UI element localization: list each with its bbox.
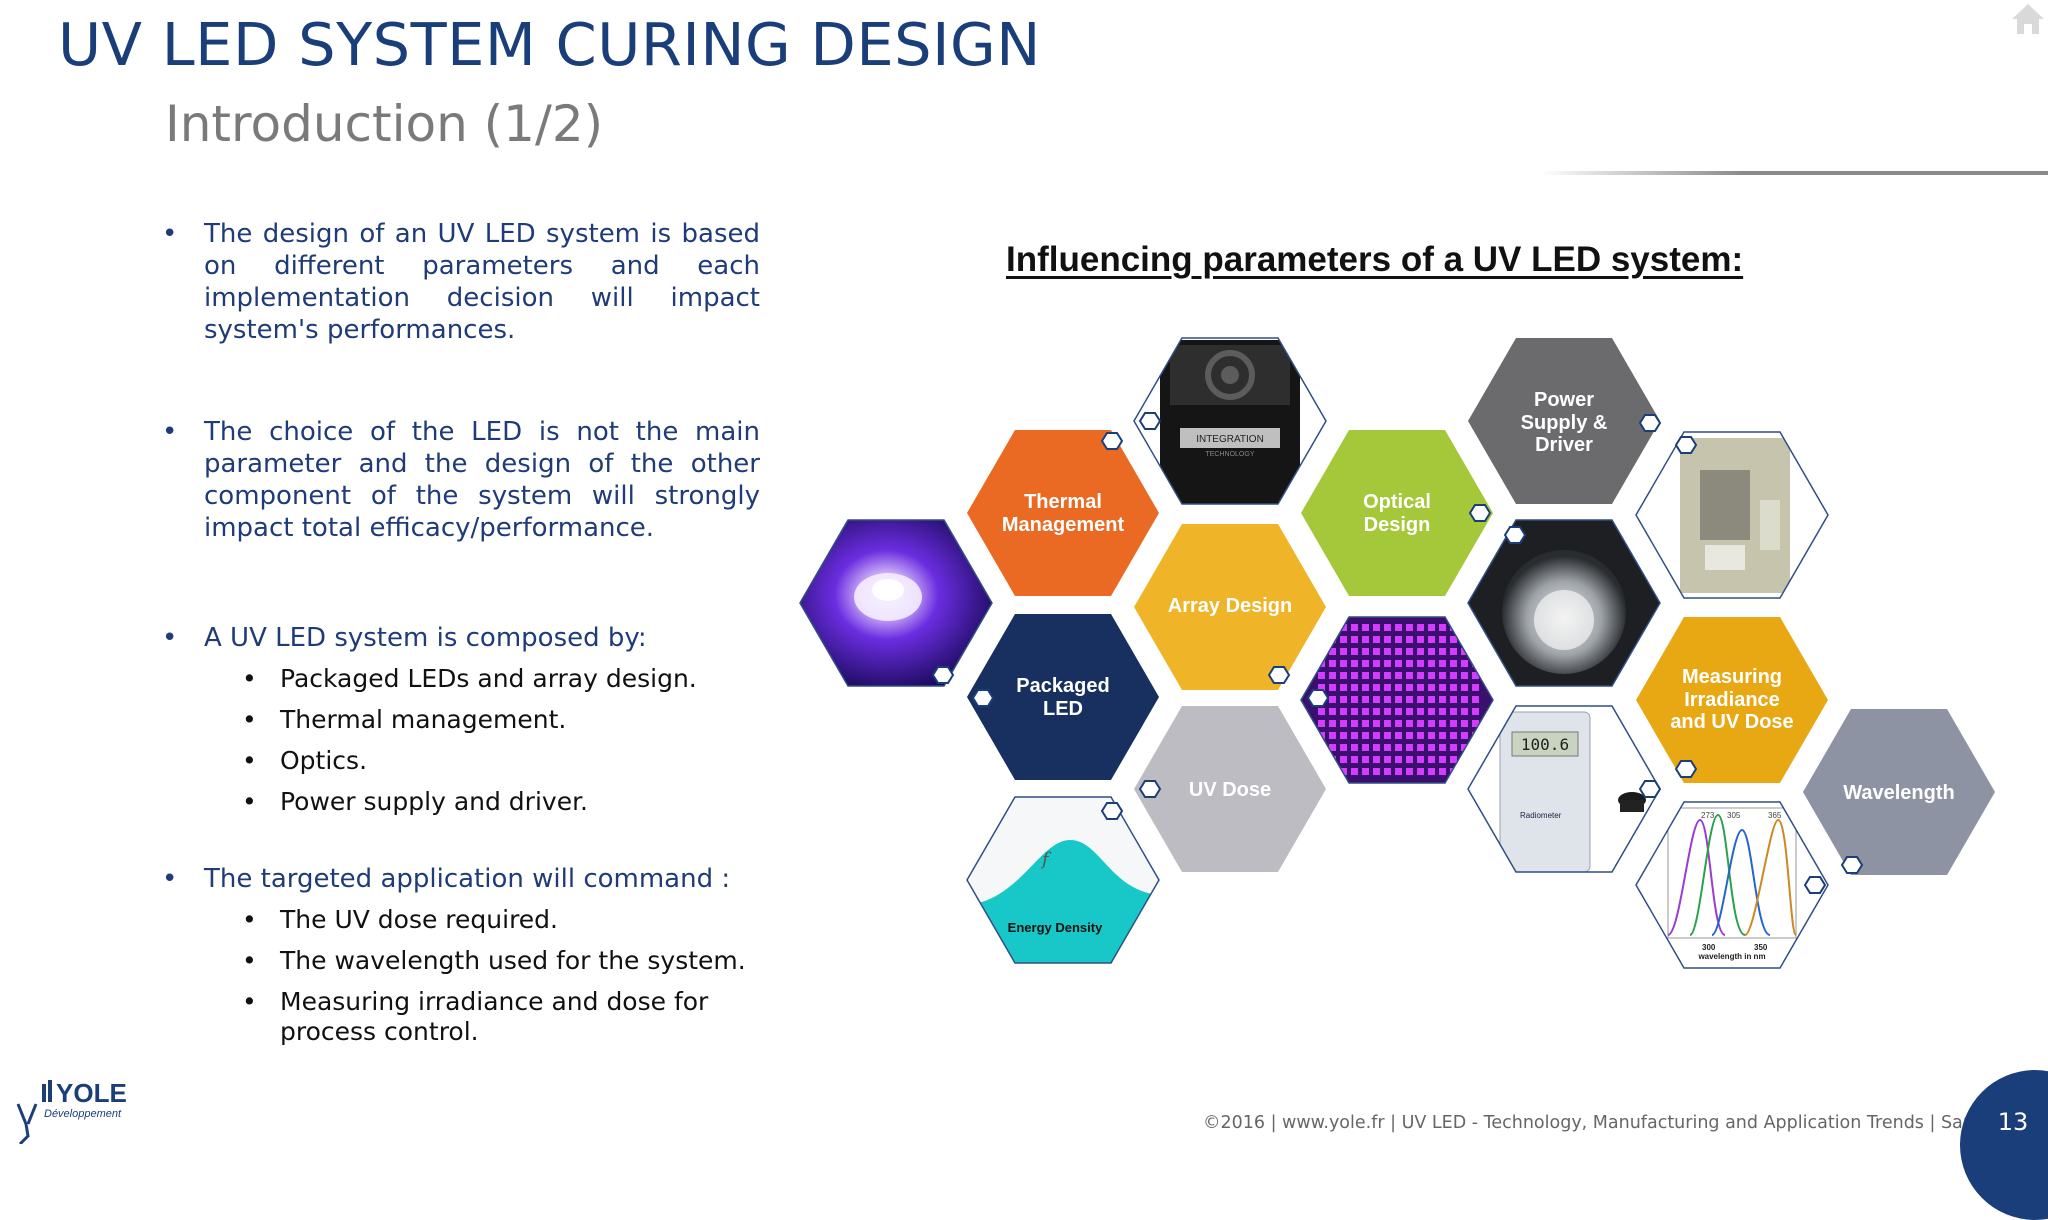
hex-thermal-management: Thermal Management (967, 430, 1159, 596)
svg-text:Supply &: Supply & (1521, 412, 1608, 434)
svg-text:Driver: Driver (1535, 434, 1593, 456)
sub-item: •Thermal management. (242, 705, 567, 734)
svg-text:wavelength in nm: wavelength in nm (1697, 952, 1765, 961)
footer-text: ©2016 | www.yole.fr | UV LED - Technolog… (1203, 1113, 2007, 1133)
sub-item: •Power supply and driver. (242, 787, 589, 816)
svg-text:Energy Density: Energy Density (1008, 920, 1103, 935)
diagram-heading: Influencing parameters of a UV LED syste… (1006, 240, 1744, 279)
svg-text:TECHNOLOGY: TECHNOLOGY (1205, 451, 1254, 458)
connector-markers (931, 412, 1864, 894)
svg-text:273: 273 (1701, 811, 1715, 820)
svg-text:Design: Design (1364, 514, 1431, 536)
svg-text:Irradiance: Irradiance (1684, 689, 1780, 711)
svg-text:LED: LED (1043, 698, 1083, 720)
hex-measuring-irradiance: Measuring Irradiance and UV Dose (1636, 617, 1828, 783)
sub-list: •The UV dose required. •The wavelength u… (162, 905, 760, 1047)
hex-wavelength: Wavelength (1803, 709, 1995, 875)
hex-power-supply-driver: Power Supply & Driver (1468, 338, 1660, 504)
svg-text:300: 300 (1702, 943, 1716, 952)
bullet-item: • A UV LED system is composed by: (162, 622, 760, 654)
svg-text:YOLE: YOLE (56, 1078, 127, 1108)
svg-text:Management: Management (1002, 514, 1125, 536)
yole-logo: YOLE Développement (16, 1078, 127, 1144)
svg-text:350: 350 (1754, 943, 1768, 952)
bullet-dot: • (162, 623, 178, 653)
bullet-text: The targeted application will command : (204, 864, 731, 894)
sub-item: •Packaged LEDs and array design. (242, 664, 697, 693)
slide-subtitle: Introduction (1/2) (165, 95, 604, 153)
svg-text:Power: Power (1534, 389, 1594, 411)
led-array-photo (1301, 617, 1493, 783)
radiometer-photo: 100.6 Radiometer (1468, 706, 1660, 872)
bullet-item: • The design of an UV LED system is base… (162, 218, 760, 346)
parameter-honeycomb: INTEGRATION TECHNOLOGY Thermal Managemen… (799, 337, 1995, 969)
sub-item: •Optics. (242, 746, 368, 775)
sub-item: •The UV dose required. (242, 905, 559, 934)
slide-title: UV LED SYSTEM CURING DESIGN (58, 10, 1041, 79)
svg-text:Measuring: Measuring (1682, 666, 1782, 688)
svg-text:Développement: Développement (44, 1108, 122, 1120)
bullet-item: • The targeted application will command … (162, 863, 760, 895)
sub-list: •Packaged LEDs and array design. •Therma… (162, 664, 760, 817)
hex-optical-design: Optical Design (1301, 430, 1493, 596)
svg-text:Wavelength: Wavelength (1843, 782, 1955, 804)
svg-text:Packaged: Packaged (1016, 675, 1109, 697)
svg-text:Thermal: Thermal (1024, 491, 1102, 513)
svg-text:100.6: 100.6 (1521, 735, 1569, 754)
lens-photo (1468, 520, 1660, 686)
bullet-dot: • (162, 417, 178, 447)
bullet-text: A UV LED system is composed by: (204, 623, 647, 653)
hex-packaged-led: Packaged LED (967, 614, 1159, 780)
bullet-item: • The choice of the LED is not the main … (162, 416, 760, 544)
sub-item: •Measuring irradiance and dose for proce… (242, 987, 709, 1046)
bullet-dot: • (162, 219, 178, 249)
home-icon[interactable] (2010, 2, 2046, 36)
svg-text:305: 305 (1727, 811, 1741, 820)
sub-item: •The wavelength used for the system. (242, 946, 746, 975)
bullet-text: The design of an UV LED system is based … (204, 219, 760, 345)
page-number: 13 (1997, 1108, 2029, 1136)
bullet-dot: • (162, 864, 178, 894)
hex-array-design: Array Design (1134, 524, 1326, 690)
svg-text:365: 365 (1768, 811, 1782, 820)
uv-led-photo (800, 520, 992, 686)
energy-density-photo: f Energy Density (967, 797, 1159, 963)
bullet-text: The choice of the LED is not the main pa… (204, 417, 760, 543)
power-module-photo (1636, 432, 1828, 598)
spectrum-photo: 273 305 365 300 350 wavelength in nm (1636, 802, 1828, 968)
radiator-photo: INTEGRATION TECHNOLOGY (1134, 338, 1326, 504)
bullet-list: • The design of an UV LED system is base… (162, 218, 760, 1058)
hex-uv-dose: UV Dose (1134, 706, 1326, 872)
svg-text:Array Design: Array Design (1168, 595, 1293, 617)
header-divider (1540, 171, 2048, 175)
svg-text:INTEGRATION: INTEGRATION (1196, 434, 1264, 445)
svg-text:Radiometer: Radiometer (1520, 811, 1562, 820)
svg-text:UV Dose: UV Dose (1189, 779, 1271, 801)
svg-text:and UV Dose: and UV Dose (1670, 711, 1793, 733)
svg-text:Optical: Optical (1363, 491, 1431, 513)
